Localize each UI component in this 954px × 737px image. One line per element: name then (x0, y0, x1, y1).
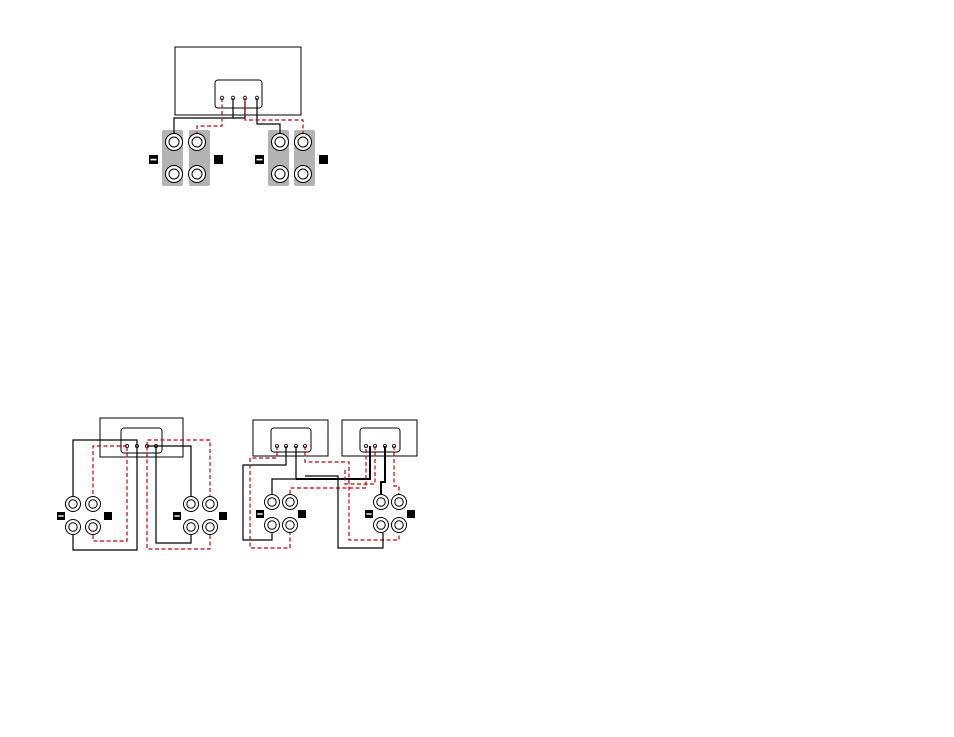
binding-post (166, 134, 183, 151)
binding-post (272, 134, 289, 151)
amplifier-terminal-block (215, 80, 262, 108)
diagram-bottom-right (243, 420, 417, 548)
filled-square-icon (298, 510, 306, 518)
binding-post (283, 495, 298, 510)
minus-square-icon (365, 510, 373, 518)
filled-square-icon (407, 510, 415, 518)
filled-square-icon (219, 512, 227, 520)
binding-post (184, 520, 199, 535)
binding-post (66, 497, 81, 512)
binding-post (374, 518, 389, 533)
filled-square-icon (319, 155, 328, 164)
minus-square-icon (57, 512, 65, 520)
binding-post (265, 518, 280, 533)
binding-post (189, 166, 206, 183)
minus-square-icon (255, 155, 264, 164)
binding-post (295, 134, 312, 151)
minus-square-icon (149, 155, 158, 164)
filled-square-icon (214, 155, 223, 164)
binding-post (392, 518, 407, 533)
binding-post (86, 497, 101, 512)
binding-post (265, 495, 280, 510)
binding-post (374, 495, 389, 510)
binding-post (66, 520, 81, 535)
minus-square-icon (173, 512, 181, 520)
binding-post (189, 134, 206, 151)
binding-post (272, 166, 289, 183)
binding-post (392, 495, 407, 510)
binding-post (283, 518, 298, 533)
filled-square-icon (104, 512, 112, 520)
binding-post (295, 166, 312, 183)
binding-post (203, 497, 218, 512)
binding-post (203, 520, 218, 535)
binding-post (184, 497, 199, 512)
binding-post (166, 166, 183, 183)
diagram-top (149, 47, 328, 186)
minus-square-icon (256, 510, 264, 518)
diagram-bottom-left (57, 418, 227, 550)
binding-post (86, 520, 101, 535)
